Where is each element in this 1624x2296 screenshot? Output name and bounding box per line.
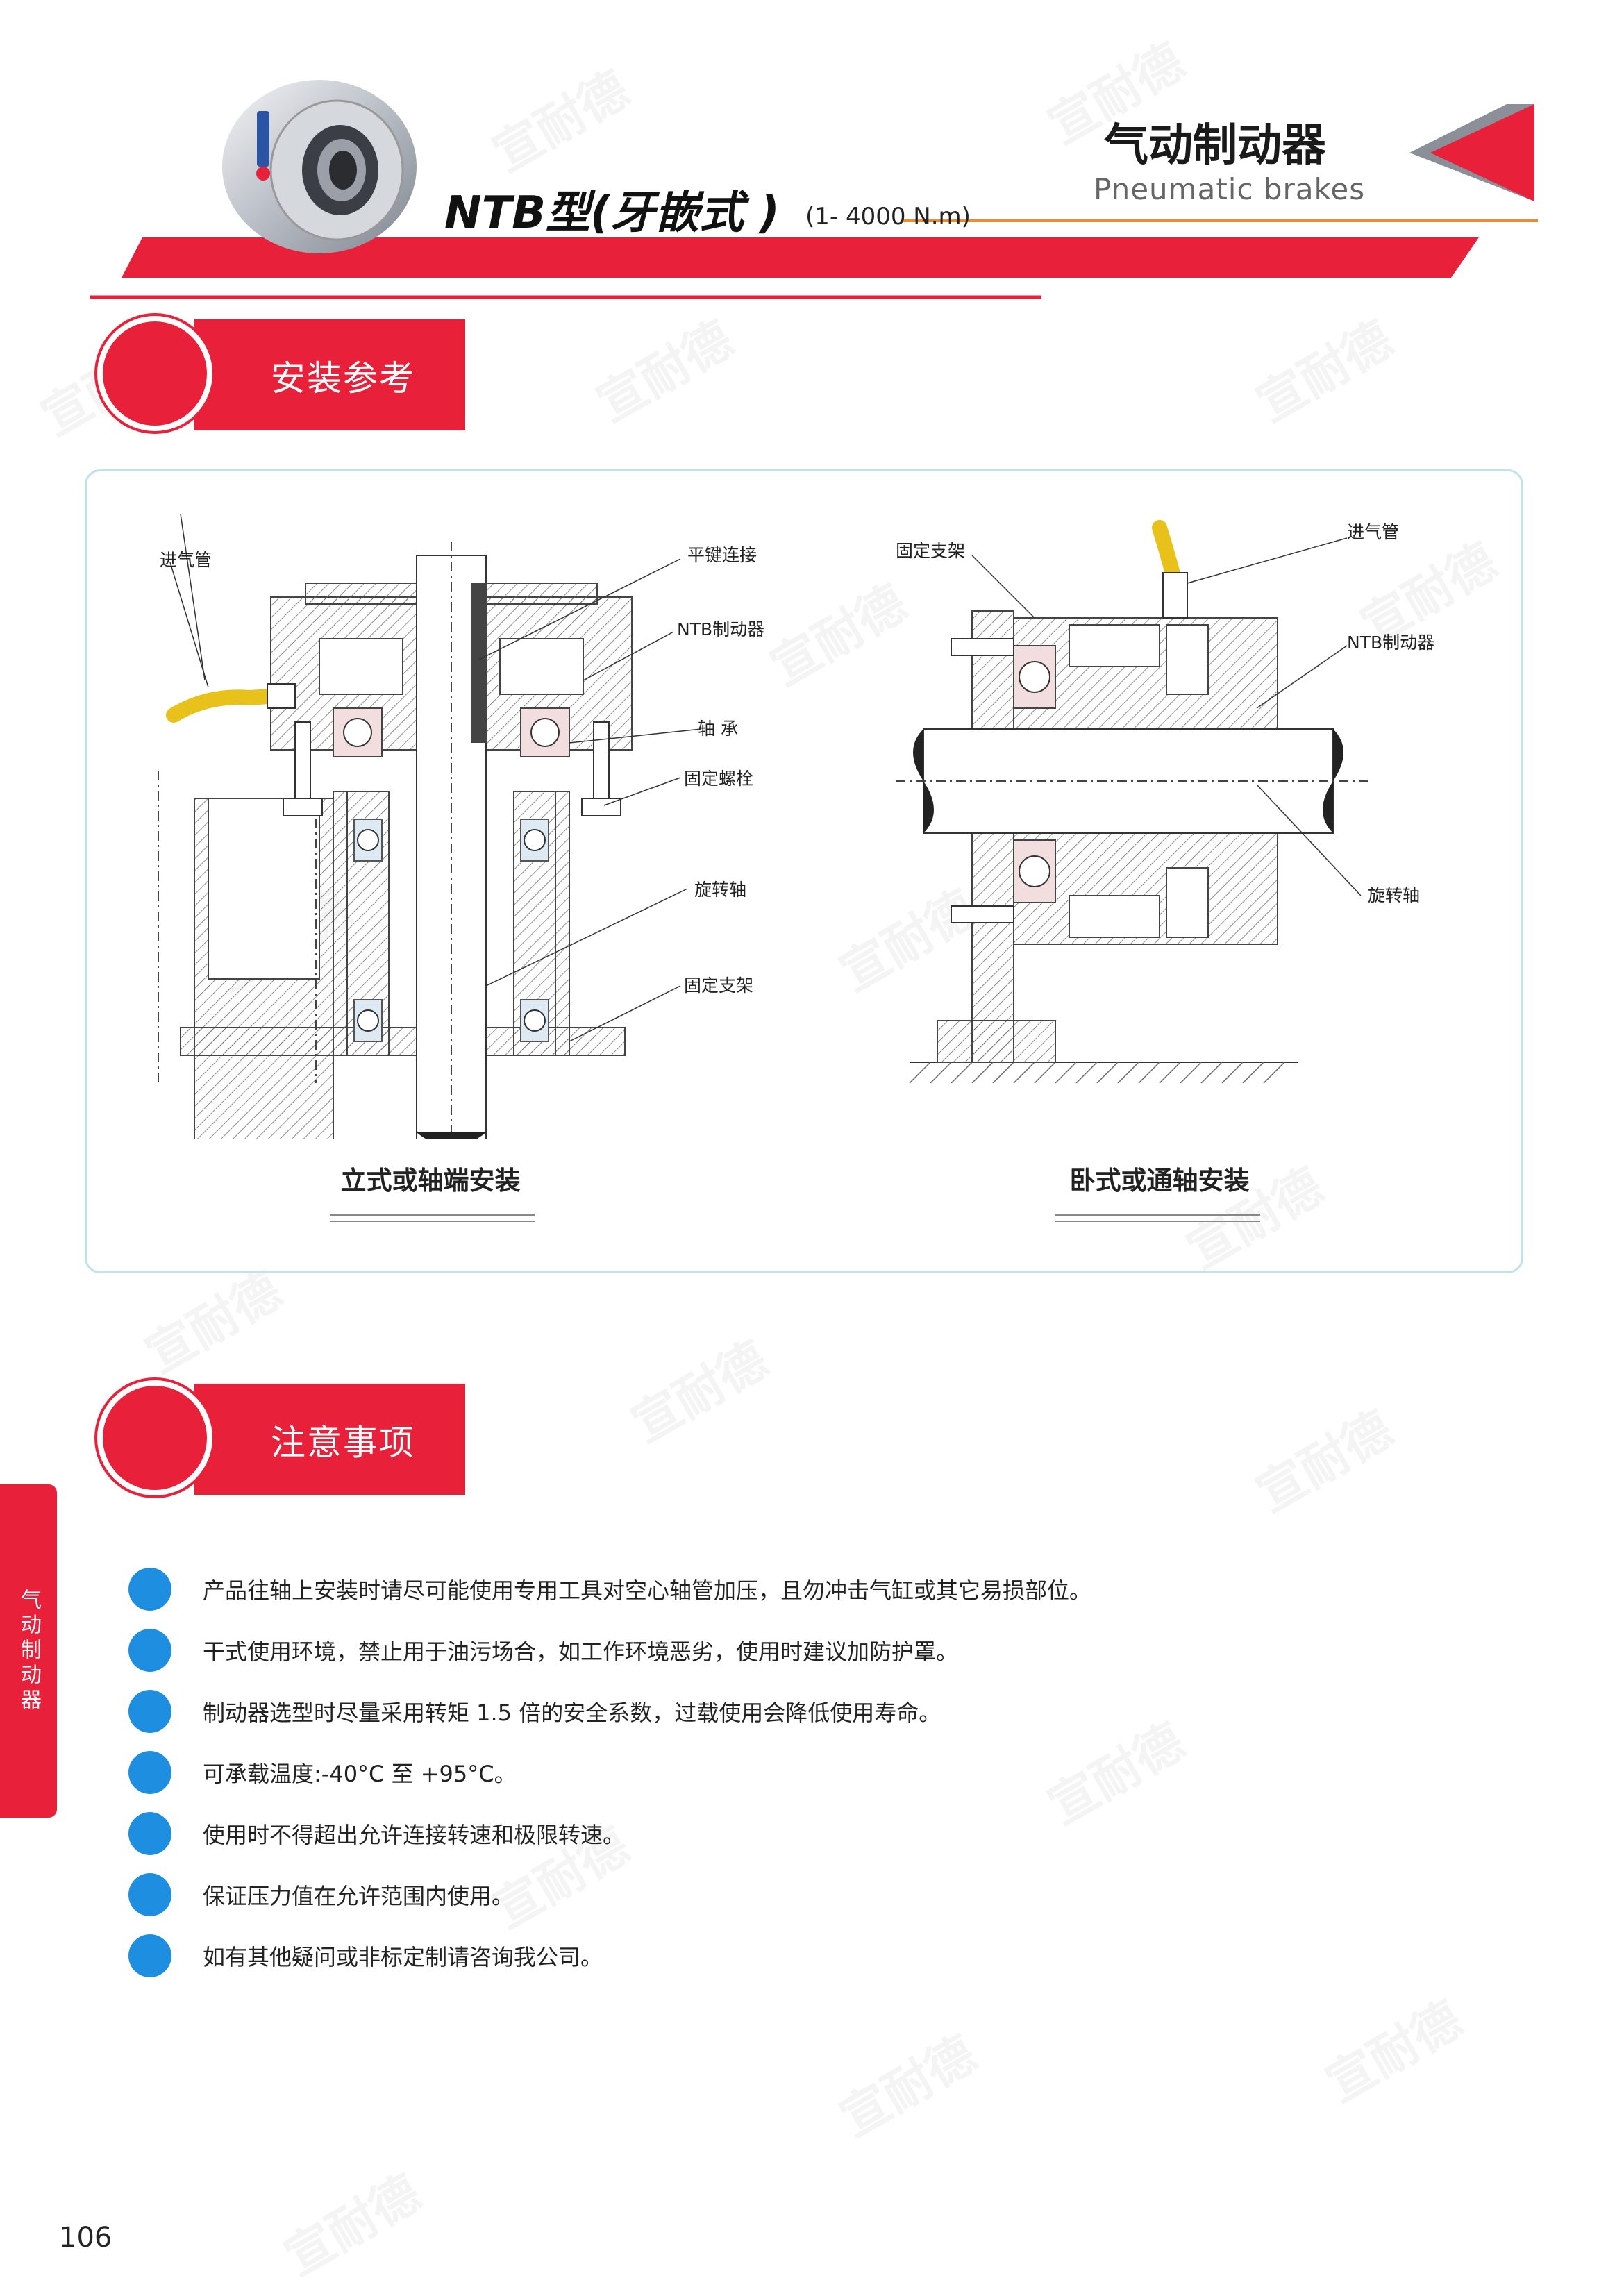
note-text: 保证压力值在允许范围内使用。	[203, 1883, 514, 1909]
list-item: 产品往轴上安装时请尽可能使用专用工具对空心轴管加压，且勿冲击气缸或其它易损部位。	[128, 1559, 1448, 1620]
bullet-icon	[128, 1873, 171, 1916]
label-brake: NTB制动器	[1347, 632, 1434, 653]
list-item: 制动器选型时尽量采用转矩 1.5 倍的安全系数，过载使用会降低使用寿命。	[128, 1681, 1448, 1742]
vertical-install-diagram: 进气管 平键连接 NTB制动器 轴 承 固定螺栓 旋转轴 固定支架	[158, 514, 764, 1139]
section-label: 注意事项	[271, 1423, 415, 1463]
list-item: 使用时不得超出允许连接转速和极限转速。	[128, 1803, 1448, 1864]
section-header-notes: 注意事项	[97, 1380, 465, 1497]
page-title-en: Pneumatic brakes	[1094, 172, 1366, 206]
label-air-inlet: 进气管	[160, 550, 212, 570]
caption-horizontal-install: 卧式或通轴安装	[1069, 1166, 1250, 1196]
label-brake: NTB制动器	[677, 619, 764, 639]
section-header-install: 安装参考	[97, 316, 465, 433]
label-flat-key: 平键连接	[687, 545, 757, 565]
header-graphics	[90, 104, 1538, 299]
notes-list: 产品往轴上安装时请尽可能使用专用工具对空心轴管加压，且勿冲击气缸或其它易损部位。…	[128, 1559, 1448, 1986]
page-title-cn: 气动制动器	[1104, 120, 1326, 171]
bullet-icon	[128, 1751, 171, 1794]
label-air-inlet: 进气管	[1347, 522, 1399, 542]
note-text: 可承载温度:-40°C 至 +95°C。	[203, 1761, 517, 1787]
model-title: NTB型(牙嵌式 )	[444, 187, 780, 239]
bullet-icon	[128, 1690, 171, 1733]
horizontal-install-diagram: 固定支架 进气管 NTB制动器 旋转轴	[896, 520, 1434, 1084]
label-bearing: 轴 承	[698, 719, 738, 739]
page-number: 106	[59, 2222, 112, 2254]
torque-range: (1- 4000 N.m)	[805, 203, 971, 231]
list-item: 如有其他疑问或非标定制请咨询我公司。	[128, 1925, 1448, 1986]
label-bolt: 固定螺栓	[684, 769, 753, 789]
section-label: 安装参考	[271, 358, 415, 399]
list-item: 可承载温度:-40°C 至 +95°C。	[128, 1742, 1448, 1803]
bullet-icon	[128, 1934, 171, 1977]
install-diagram-panel	[85, 469, 1523, 1273]
note-text: 使用时不得超出允许连接转速和极限转速。	[203, 1822, 626, 1848]
label-shaft: 旋转轴	[694, 880, 746, 900]
list-item: 干式使用环境，禁止用于油污场合，如工作环境恶劣，使用时建议加防护罩。	[128, 1620, 1448, 1681]
caption-underline	[1055, 1214, 1260, 1216]
list-item: 保证压力值在允许范围内使用。	[128, 1864, 1448, 1925]
bullet-icon	[128, 1812, 171, 1855]
caption-underline	[1055, 1221, 1260, 1222]
caption-underline	[330, 1214, 535, 1216]
label-support: 固定支架	[684, 975, 753, 996]
side-tab: 气动制动器	[0, 1484, 57, 1818]
note-text: 干式使用环境，禁止用于油污场合，如工作环境恶劣，使用时建议加防护罩。	[203, 1639, 959, 1665]
label-support: 固定支架	[896, 541, 965, 561]
note-text: 产品往轴上安装时请尽可能使用专用工具对空心轴管加压，且勿冲击气缸或其它易损部位。	[203, 1577, 1092, 1604]
label-shaft: 旋转轴	[1368, 885, 1420, 905]
bullet-icon	[128, 1568, 171, 1611]
bullet-icon	[128, 1629, 171, 1672]
caption-vertical-install: 立式或轴端安装	[340, 1166, 521, 1196]
product-image	[222, 80, 417, 253]
note-text: 制动器选型时尽量采用转矩 1.5 倍的安全系数，过载使用会降低使用寿命。	[203, 1700, 941, 1726]
caption-underline	[330, 1221, 535, 1222]
note-text: 如有其他疑问或非标定制请咨询我公司。	[203, 1944, 603, 1970]
